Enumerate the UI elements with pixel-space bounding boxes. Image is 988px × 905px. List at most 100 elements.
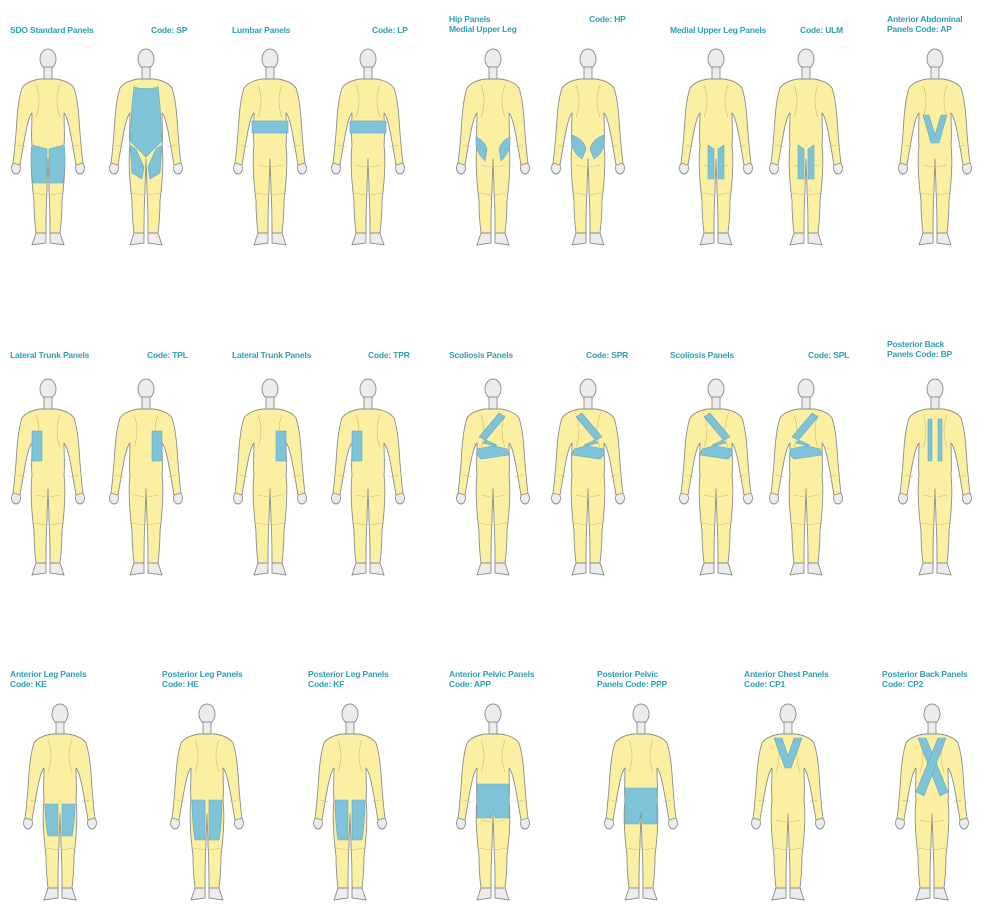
posterior-leg-panel-left xyxy=(335,800,348,840)
head xyxy=(262,49,278,69)
group-label: Code: CP1 xyxy=(744,679,785,689)
compression-suit xyxy=(235,79,305,233)
body-figure xyxy=(451,375,535,580)
head xyxy=(52,704,68,724)
neck xyxy=(44,67,52,79)
left-foot xyxy=(130,233,144,245)
right-foot xyxy=(50,233,64,245)
right-foot xyxy=(808,233,822,245)
head xyxy=(708,49,724,69)
medial-leg-panel-right xyxy=(718,145,724,179)
left-foot xyxy=(477,233,491,245)
head xyxy=(927,49,943,69)
compression-suit xyxy=(771,79,841,233)
right-foot xyxy=(148,563,162,575)
group-code: Code: ULM xyxy=(800,25,843,35)
compression-suit xyxy=(458,409,528,563)
neck xyxy=(44,397,52,409)
medial-leg-panel-left xyxy=(798,145,804,179)
group-label: Scoliosis Panels xyxy=(449,350,513,360)
group-label: Hip Panels xyxy=(449,14,490,24)
right-foot xyxy=(590,233,604,245)
panel-group xyxy=(350,121,386,133)
neck xyxy=(712,67,720,79)
neck xyxy=(584,67,592,79)
group-label: Code: APP xyxy=(449,679,491,689)
body-figure xyxy=(104,45,188,250)
head xyxy=(262,379,278,399)
group-label: Code: KF xyxy=(308,679,344,689)
left-foot xyxy=(700,233,714,245)
neck xyxy=(584,397,592,409)
left-foot xyxy=(130,563,144,575)
group-label: Lateral Trunk Panels xyxy=(232,350,311,360)
thigh-panel-right xyxy=(49,145,65,183)
right-foot xyxy=(352,888,366,900)
panel-group xyxy=(252,121,288,133)
body-figure xyxy=(890,700,974,905)
right-foot xyxy=(937,563,951,575)
compression-suit xyxy=(25,734,95,888)
body-figure xyxy=(308,700,392,905)
head xyxy=(138,49,154,69)
posterior-leg-panel-right xyxy=(209,800,222,840)
panel-group xyxy=(152,431,162,461)
body-figure xyxy=(546,375,630,580)
right-foot xyxy=(808,563,822,575)
head xyxy=(199,704,215,724)
group-code: Code: TPL xyxy=(147,350,188,360)
left-foot xyxy=(477,888,491,900)
neck xyxy=(931,67,939,79)
neck xyxy=(364,67,372,79)
anterior-leg-panel-right xyxy=(62,804,75,836)
right-foot xyxy=(272,563,286,575)
right-foot xyxy=(590,563,604,575)
right-foot xyxy=(62,888,76,900)
group-code: Code: SPR xyxy=(586,350,628,360)
group-code: Code: TPR xyxy=(368,350,410,360)
compression-suit xyxy=(13,79,83,233)
right-foot xyxy=(937,233,951,245)
group-label: Code: KE xyxy=(10,679,47,689)
head xyxy=(924,704,940,724)
body-figure xyxy=(326,375,410,580)
group-label: Anterior Abdominal xyxy=(887,14,962,24)
left-foot xyxy=(700,563,714,575)
group-label: Code: HE xyxy=(162,679,199,689)
lateral-trunk-panel xyxy=(32,431,42,461)
left-foot xyxy=(919,563,933,575)
right-foot xyxy=(50,563,64,575)
body-figure xyxy=(674,375,758,580)
head xyxy=(485,379,501,399)
compression-suit xyxy=(553,409,623,563)
right-foot xyxy=(495,563,509,575)
compression-suit xyxy=(235,409,305,563)
group-label: Medial Upper Leg xyxy=(449,24,517,34)
neck xyxy=(142,67,150,79)
neck xyxy=(266,397,274,409)
group-label: Scoliosis Panels xyxy=(670,350,734,360)
group-code: Code: HP xyxy=(589,14,626,24)
left-foot xyxy=(919,233,933,245)
group-label: Medial Upper Leg Panels xyxy=(670,25,766,35)
left-foot xyxy=(916,888,930,900)
body-figure xyxy=(228,375,312,580)
body-figure xyxy=(893,375,977,580)
group-label: Lumbar Panels xyxy=(232,25,290,35)
neck xyxy=(489,67,497,79)
group-label: Posterior Back Panels xyxy=(882,669,968,679)
head xyxy=(633,704,649,724)
left-foot xyxy=(477,563,491,575)
body-figure xyxy=(104,375,188,580)
right-foot xyxy=(209,888,223,900)
panel-group xyxy=(352,431,362,461)
body-figure xyxy=(746,700,830,905)
lateral-trunk-panel xyxy=(352,431,362,461)
neck xyxy=(712,397,720,409)
neck xyxy=(489,397,497,409)
body-figure xyxy=(764,375,848,580)
head xyxy=(360,49,376,69)
compression-suit xyxy=(681,409,751,563)
group-label: Posterior Leg Panels xyxy=(308,669,389,679)
group-code: Code: SPL xyxy=(808,350,849,360)
